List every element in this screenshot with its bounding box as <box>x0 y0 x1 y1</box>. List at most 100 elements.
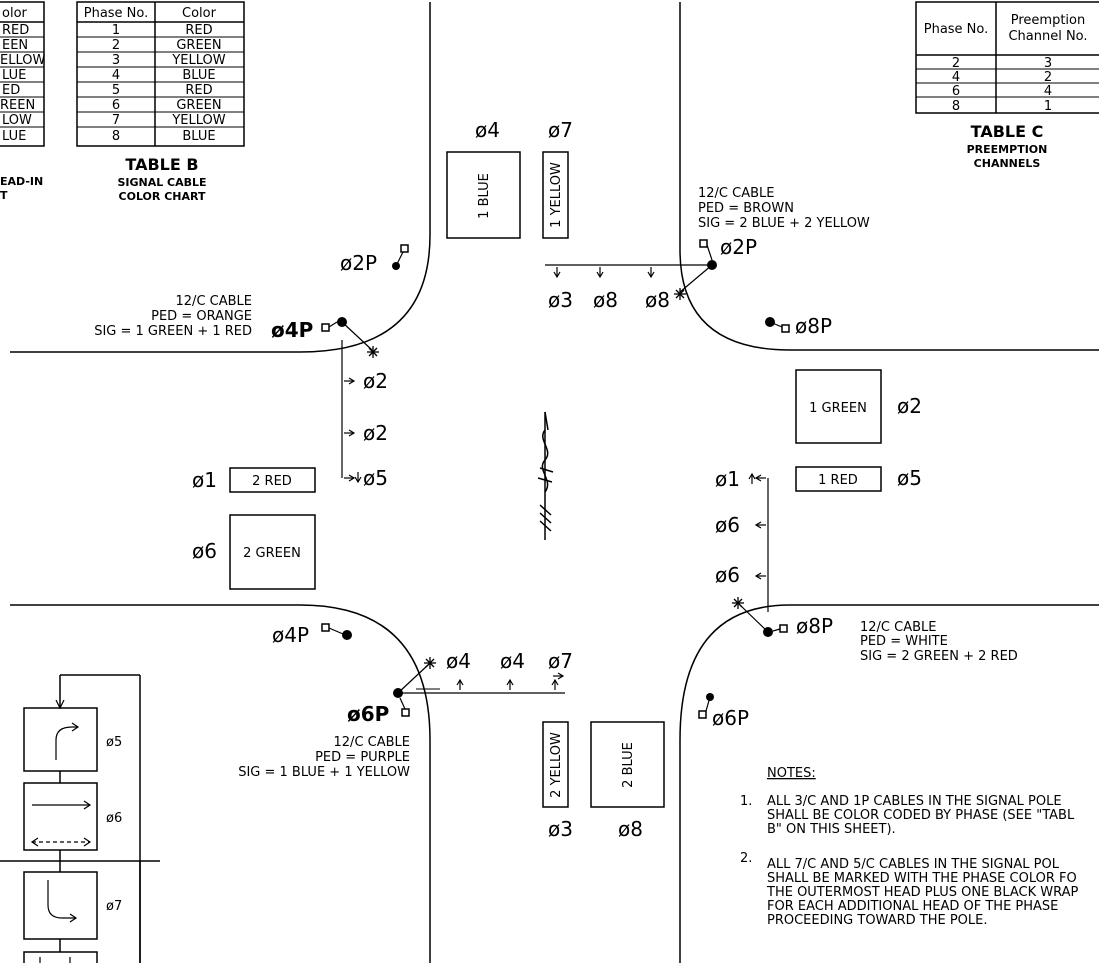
legend-phase-label: ø7 <box>106 899 122 914</box>
table-b-cell: YELLOW <box>171 53 225 68</box>
ped-label: ø2P <box>720 235 757 259</box>
mast-arm-sw: ø4 ø4 ø7 ø6P 12/C CABLE PED = PURPLE SIG… <box>238 649 573 780</box>
ped-label: ø8P <box>796 614 833 638</box>
cable-label: 12/C CABLE <box>698 186 774 201</box>
ped-label: ø4P <box>272 623 309 647</box>
ped-label: ø6P <box>347 702 389 726</box>
note-line: SHALL BE MARKED WITH THE PHASE COLOR FO <box>767 871 1077 886</box>
phase-sequence-legend: ø5 ø6 ø7 <box>0 674 160 967</box>
phase-label: ø8 <box>618 817 643 841</box>
table-b-subtitle: COLOR CHART <box>119 190 206 203</box>
table-c-cell: 2 <box>952 56 960 71</box>
ped-pushbutton-se-6p: ø6P <box>698 693 749 730</box>
table-b-cell: 6 <box>112 98 120 113</box>
note-line: ALL 7/C AND 5/C CABLES IN THE SIGNAL POL <box>767 857 1060 872</box>
curb-lines <box>10 2 1099 963</box>
table-b-cell: RED <box>185 83 212 98</box>
cable-label: SIG = 2 GREEN + 2 RED <box>860 649 1018 664</box>
cable-label: PED = PURPLE <box>315 750 410 765</box>
cable-label: SIG = 2 BLUE + 2 YELLOW <box>698 216 870 231</box>
table-a-cell: LUE <box>2 129 26 144</box>
table-b-cell: YELLOW <box>171 113 225 128</box>
head-label: 1 GREEN <box>809 401 867 416</box>
table-c-cell: 4 <box>952 70 960 85</box>
cable-label: 12/C CABLE <box>334 735 410 750</box>
cable-label: PED = WHITE <box>860 634 948 649</box>
head-label: 1 BLUE <box>477 173 492 219</box>
ped-label: ø2P <box>340 251 377 275</box>
phase-label: ø3 <box>548 288 573 312</box>
table-a-cell: RED <box>2 23 29 38</box>
phase-label: ø4 <box>446 649 471 673</box>
table-b-title: TABLE B <box>125 155 198 174</box>
notes: NOTES: 1. ALL 3/C AND 1P CABLES IN THE S… <box>740 766 1079 928</box>
ped-pushbutton-ne-8p: ø8P <box>765 314 832 338</box>
phase-label: ø5 <box>897 466 922 490</box>
table-a-caption: EAD-IN <box>0 175 43 188</box>
phase-7-diagram: ø7 <box>23 871 122 940</box>
cable-label: SIG = 1 BLUE + 1 YELLOW <box>238 765 410 780</box>
table-a-caption: T <box>0 189 8 202</box>
table-c-header: Phase No. <box>924 22 989 37</box>
table-c-cell: 8 <box>952 99 960 114</box>
table-c-cell: 4 <box>1044 84 1052 99</box>
phase-label: ø8 <box>593 288 618 312</box>
phase-label: ø4 <box>475 118 500 142</box>
phase-label: ø2 <box>897 394 922 418</box>
table-a-cell: LUE <box>2 68 26 83</box>
note-line: B" ON THIS SHEET). <box>767 822 896 837</box>
signal-head-south-3: 2 YELLOW ø3 <box>542 721 573 841</box>
table-b-cell: BLUE <box>182 68 215 83</box>
ped-pushbutton-nw-2p: ø2P <box>340 244 409 275</box>
cable-label: PED = BROWN <box>698 201 794 216</box>
table-b-cell: GREEN <box>176 98 221 113</box>
table-b-header: Color <box>182 6 217 21</box>
table-b-cell: 3 <box>112 53 120 68</box>
table-b-cell: 2 <box>112 38 120 53</box>
phase-6-diagram: ø6 <box>23 782 122 851</box>
table-c-header: Preemption <box>1011 13 1085 28</box>
table-a-cell: ED <box>2 83 20 98</box>
legend-phase-label: ø6 <box>106 811 122 826</box>
phase-label: ø3 <box>548 817 573 841</box>
phase-label: ø6 <box>715 513 740 537</box>
note-line: THE OUTERMOST HEAD PLUS ONE BLACK WRAP <box>766 885 1079 900</box>
head-label: 2 RED <box>252 474 292 489</box>
head-label: 2 BLUE <box>621 742 636 788</box>
legend-phase-label: ø5 <box>106 735 122 750</box>
ped-label: ø8P <box>795 314 832 338</box>
table-b-cell: BLUE <box>182 129 215 144</box>
phase-label: ø7 <box>548 118 573 142</box>
table-b-cell: 4 <box>112 68 120 83</box>
table-c-cell: 6 <box>952 84 960 99</box>
phase-label: ø4 <box>500 649 525 673</box>
table-b-cell: 1 <box>112 23 120 38</box>
cable-label: PED = ORANGE <box>151 309 252 324</box>
table-c-cell: 2 <box>1044 70 1052 85</box>
table-b-cell: GREEN <box>176 38 221 53</box>
phase-label: ø6 <box>715 563 740 587</box>
phase-label: ø1 <box>192 468 217 492</box>
north-arrow-icon <box>537 411 554 540</box>
table-a-header: olor <box>2 6 28 21</box>
cable-label: 12/C CABLE <box>860 620 936 635</box>
note-line: PROCEEDING TOWARD THE POLE. <box>767 913 988 928</box>
mast-arm-nw: ø2 ø2 ø5 ø4P 12/C CABLE PED = ORANGE SIG… <box>94 294 388 490</box>
table-c-subtitle: PREEMPTION <box>967 143 1048 156</box>
phase-label: ø5 <box>363 466 388 490</box>
signal-head-south-8: 2 BLUE ø8 <box>590 721 665 841</box>
mast-arm-se: ø1 ø6 ø6 ø8P 12/C CABLE PED = WHITE SIG … <box>715 467 1018 664</box>
ped-pushbutton-sw-4p: ø4P <box>272 623 352 647</box>
table-c-title: TABLE C <box>971 122 1044 141</box>
head-label: 2 GREEN <box>243 546 301 561</box>
phase-label: ø1 <box>715 467 740 491</box>
phase-5-diagram: ø5 <box>23 707 122 772</box>
cable-label: 12/C CABLE <box>176 294 252 309</box>
table-a-cell: ELLOW <box>0 53 45 68</box>
signal-head-east-5: 1 RED ø5 <box>795 466 922 492</box>
phase-label: ø2 <box>363 369 388 393</box>
phase-label: ø2 <box>363 421 388 445</box>
